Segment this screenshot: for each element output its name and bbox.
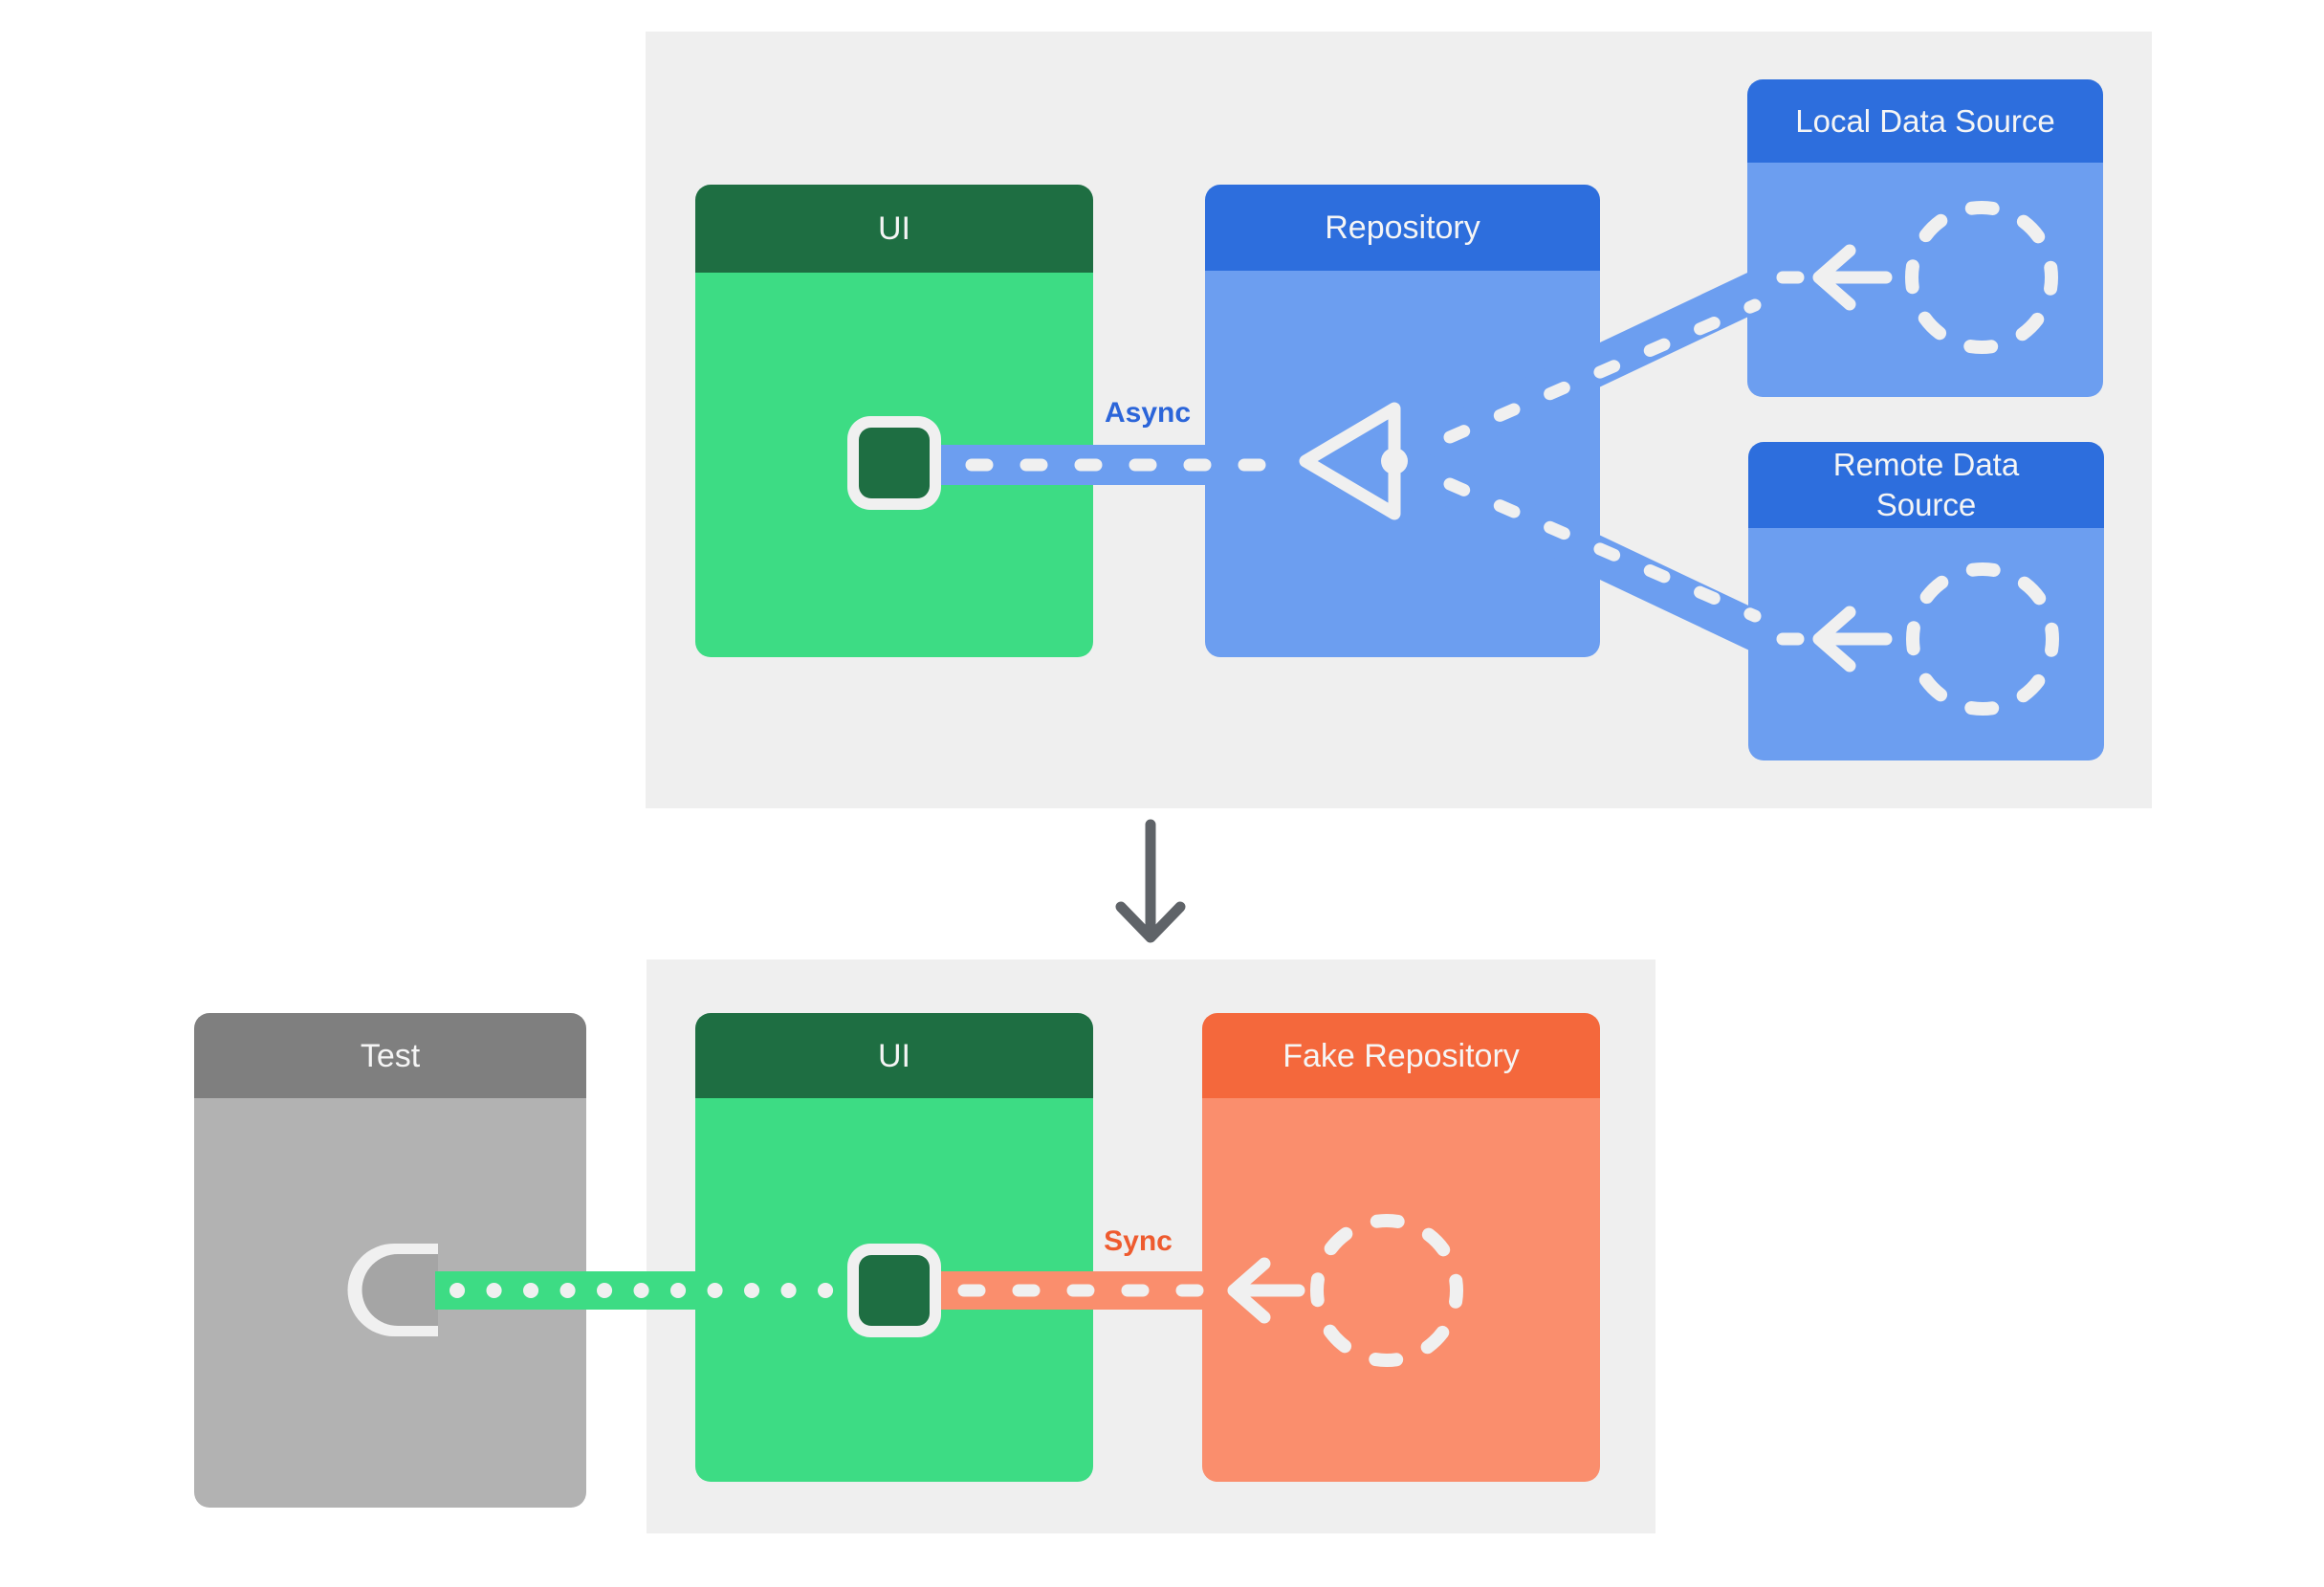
box-repository: Repository [1205, 185, 1600, 657]
box-ui-test-header: UI [695, 1013, 1093, 1098]
box-local-data-source-label: Local Data Source [1795, 102, 2055, 139]
box-local-data-source: Local Data Source [1747, 79, 2103, 397]
box-repository-label: Repository [1325, 209, 1480, 246]
box-test-label: Test [360, 1037, 421, 1074]
box-ui-test: UI [695, 1013, 1093, 1482]
box-ui-production-header: UI [695, 185, 1093, 273]
box-test: Test [194, 1013, 586, 1508]
box-remote-data-source-label: Remote Data Source [1832, 447, 2020, 522]
box-fake-repository-label: Fake Repository [1283, 1037, 1520, 1074]
sync-label: Sync [1104, 1225, 1173, 1257]
box-fake-repository-body [1202, 1098, 1600, 1482]
box-ui-test-label: UI [878, 1037, 910, 1074]
box-ui-production-body [695, 273, 1093, 657]
down-arrow-icon [1115, 819, 1186, 943]
box-repository-header: Repository [1205, 185, 1600, 271]
box-local-data-source-header: Local Data Source [1747, 79, 2103, 163]
box-fake-repository: Fake Repository [1202, 1013, 1600, 1482]
box-ui-test-body [695, 1098, 1093, 1482]
box-remote-data-source: Remote Data Source [1748, 442, 2104, 760]
async-label: Async [1104, 397, 1192, 429]
box-repository-body [1205, 271, 1600, 657]
box-remote-data-source-header: Remote Data Source [1748, 442, 2104, 528]
box-remote-data-source-body [1748, 528, 2104, 760]
box-local-data-source-body [1747, 163, 2103, 397]
box-ui-production: UI [695, 185, 1093, 657]
box-ui-production-label: UI [878, 210, 910, 247]
box-fake-repository-header: Fake Repository [1202, 1013, 1600, 1098]
box-test-header: Test [194, 1013, 586, 1098]
box-test-body [194, 1098, 586, 1508]
